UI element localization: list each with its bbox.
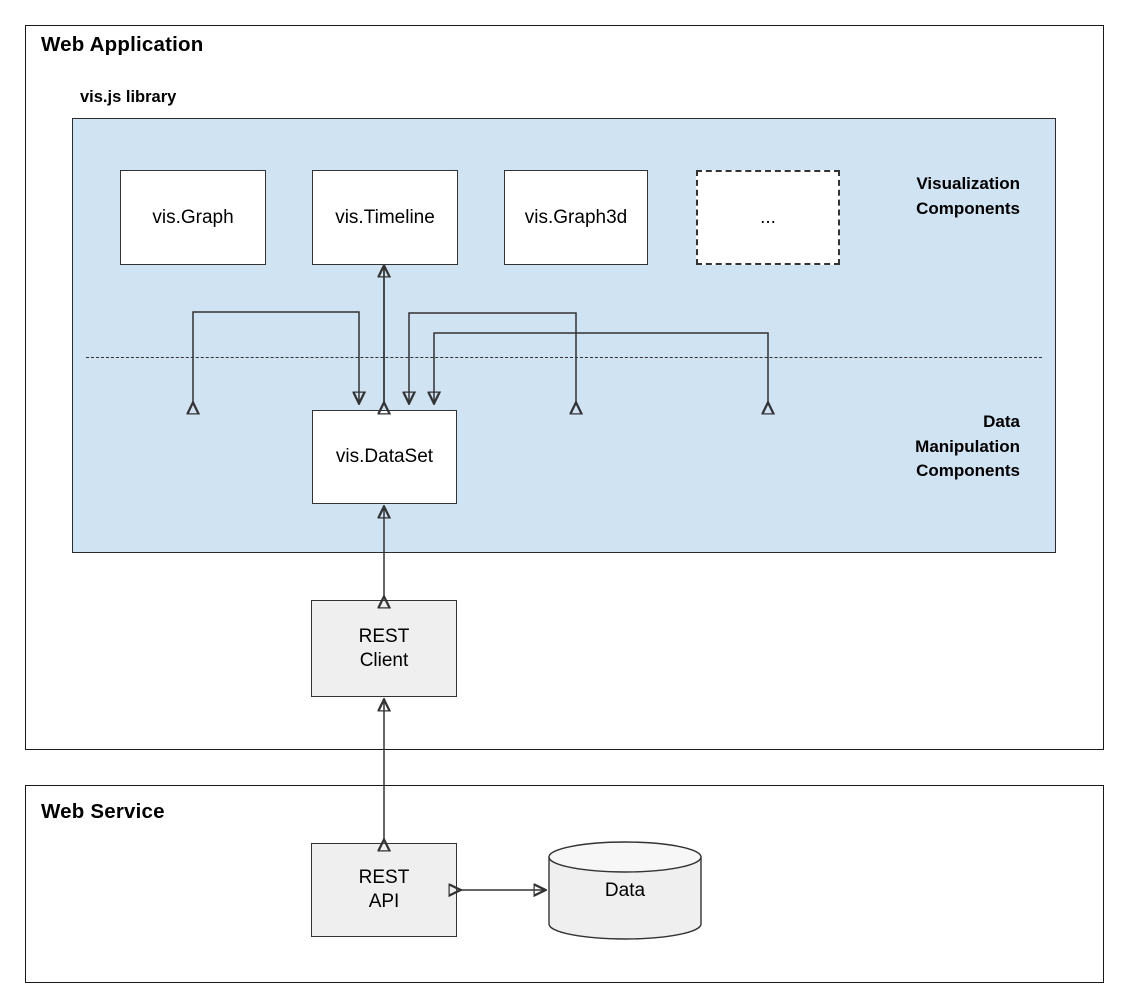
layer-label-visualization: Visualization Components (916, 174, 1020, 218)
node-rest-client[interactable]: REST Client (311, 600, 457, 697)
node-more-components-label: ... (760, 206, 776, 228)
layer-label-data-manipulation: Data Manipulation Components (915, 412, 1020, 481)
node-more-components[interactable]: ... (696, 170, 840, 265)
node-vis-timeline[interactable]: vis.Timeline (312, 170, 458, 265)
node-vis-dataset[interactable]: vis.DataSet (312, 410, 457, 504)
node-vis-timeline-label: vis.Timeline (335, 206, 435, 228)
node-vis-graph3d[interactable]: vis.Graph3d (504, 170, 648, 265)
node-rest-api[interactable]: REST API (311, 843, 457, 937)
node-vis-dataset-label: vis.DataSet (335, 446, 434, 468)
node-data-store-label: Data (604, 879, 646, 901)
frame-web-application (25, 25, 1104, 750)
frame-web-service-title: Web Service (41, 800, 165, 823)
cylinder-icon (548, 841, 702, 940)
node-vis-graph3d-label: vis.Graph3d (524, 206, 628, 228)
frame-web-application-title: Web Application (41, 33, 204, 56)
layer-divider (86, 357, 1042, 358)
node-rest-api-label: REST API (358, 867, 410, 912)
node-vis-graph-label: vis.Graph (152, 206, 234, 228)
node-data-store[interactable]: Data (548, 841, 702, 940)
frame-web-service (25, 785, 1104, 983)
library-title: vis.js library (80, 88, 177, 106)
node-rest-client-label: REST Client (358, 625, 410, 671)
node-vis-graph[interactable]: vis.Graph (120, 170, 266, 265)
